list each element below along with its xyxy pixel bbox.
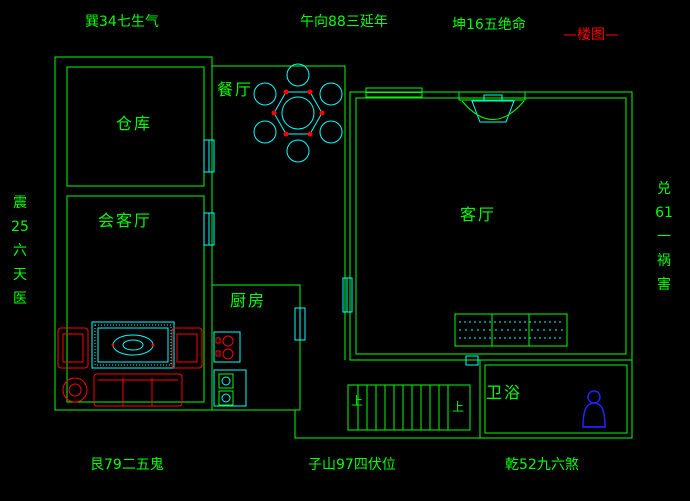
long-sofa-icon: [93, 373, 183, 407]
toilet-figure-icon: [582, 390, 606, 428]
compass-label-right: 兑 61 一 祸 害: [650, 182, 678, 292]
compass-label-top-left: 巽34七生气: [85, 14, 159, 30]
stove-icon: [213, 331, 241, 363]
compass-left-char: 六: [13, 243, 27, 259]
sheet-title: —楼图—: [563, 27, 619, 43]
compass-right-char: 害: [657, 277, 671, 293]
compass-label-top-center: 午向88三延年: [300, 14, 388, 30]
room-label-bathroom: 卫浴: [486, 383, 523, 402]
stairs: [347, 384, 471, 431]
compass-right-char: 61: [655, 205, 673, 221]
compass-label-bottom-center: 子山97四伏位: [308, 457, 396, 473]
room-label-kitchen: 厨房: [230, 291, 267, 310]
top-window-icon: [365, 87, 423, 98]
compass-label-left: 震 25 六 天 医: [6, 196, 34, 306]
room-label-living: 客厅: [460, 205, 497, 224]
compass-left-char: 天: [13, 267, 27, 283]
room-label-storage: 仓库: [116, 114, 153, 133]
compass-left-char: 25: [11, 219, 29, 235]
armchair-right-icon: [171, 327, 203, 369]
compass-right-char: 一: [657, 229, 671, 245]
stairs-up-label-right: 上: [452, 400, 465, 414]
table-corner-dots: [271, 89, 325, 137]
tv-cabinet-icon: [458, 91, 526, 123]
living-sofa-icon: [454, 313, 568, 347]
walls: [54, 56, 633, 439]
window-icons: [203, 139, 479, 366]
compass-right-char: 祸: [657, 253, 671, 269]
rug-icon: [91, 321, 175, 369]
compass-label-bottom-right: 乾52九六煞: [505, 457, 579, 473]
compass-left-char: 医: [13, 291, 27, 307]
room-label-dining: 餐厅: [217, 80, 254, 99]
stairs-up-label-left: 上: [351, 394, 364, 408]
room-label-reception: 会客厅: [98, 211, 153, 230]
compass-label-top-right: 坤16五绝命: [452, 17, 526, 33]
compass-right-char: 兑: [657, 181, 671, 197]
side-table-icon: [62, 377, 88, 403]
dining-table-icon: [253, 63, 343, 163]
compass-label-bottom-left: 艮79二五鬼: [90, 457, 164, 473]
sink-icon: [213, 369, 247, 407]
armchair-left-icon: [57, 327, 89, 369]
compass-left-char: 震: [13, 195, 27, 211]
